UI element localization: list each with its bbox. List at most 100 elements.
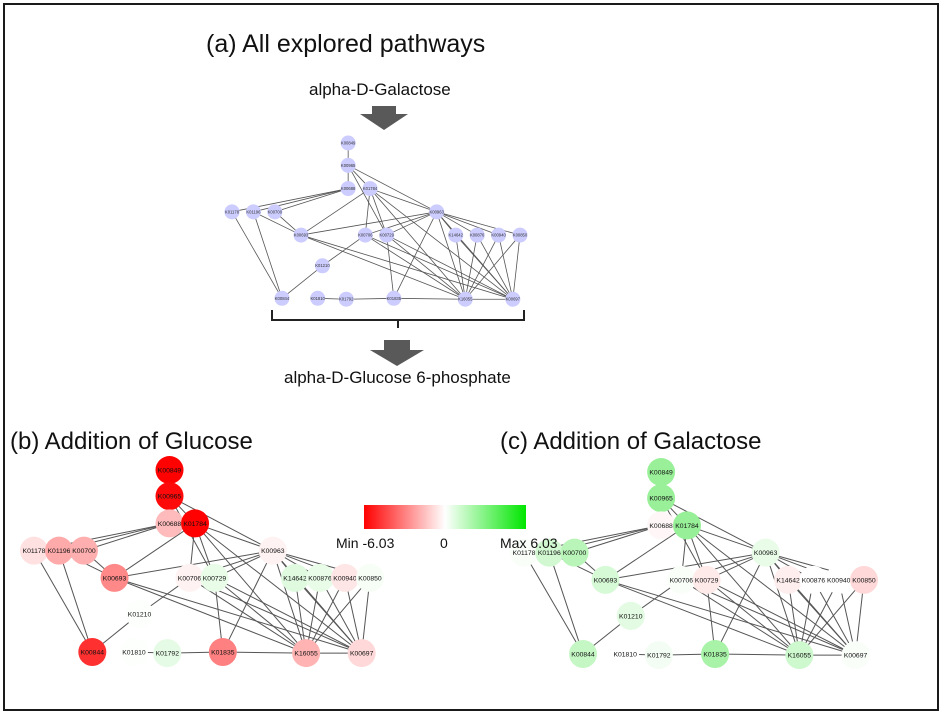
edge-K01835-K16055 xyxy=(715,653,800,656)
node-label: K00844 xyxy=(275,296,290,301)
edge-K00876-K00697 xyxy=(476,234,514,300)
node-K14642[interactable]: K14642 xyxy=(774,565,803,594)
node-K00693[interactable]: K00693 xyxy=(100,563,129,592)
node-label: K00876 xyxy=(470,233,485,238)
node-K01784[interactable]: K01784 xyxy=(362,181,378,197)
node-K14642[interactable]: K14642 xyxy=(281,563,310,592)
edge-K01196-K00693 xyxy=(253,211,302,236)
node-K01810[interactable]: K01810 xyxy=(611,640,640,669)
node-K00844[interactable]: K00844 xyxy=(274,290,290,306)
edge-K00963-K16055 xyxy=(765,552,800,656)
node-K00965[interactable]: K00965 xyxy=(340,157,356,173)
node-K00729[interactable]: K00729 xyxy=(692,565,721,594)
node-label: K01178 xyxy=(23,548,46,555)
edge-K00963-K00940 xyxy=(436,211,499,236)
node-label: K14642 xyxy=(449,233,464,238)
node-K00697[interactable]: K00697 xyxy=(347,639,376,668)
node-K00700[interactable]: K00700 xyxy=(267,204,283,220)
node-K01178[interactable]: K01178 xyxy=(224,204,240,220)
node-K01835[interactable]: K01835 xyxy=(208,638,237,667)
node-K00963[interactable]: K00963 xyxy=(429,204,445,220)
node-K00700[interactable]: K00700 xyxy=(69,536,98,565)
node-label: K00706 xyxy=(178,575,202,582)
edge-K01784-K00693 xyxy=(605,524,688,581)
node-K00940[interactable]: K00940 xyxy=(331,563,360,592)
node-K00693[interactable]: K00693 xyxy=(293,227,309,243)
node-K00876[interactable]: K00876 xyxy=(306,563,335,592)
node-circle xyxy=(100,563,129,592)
edge-K00963-K00876 xyxy=(436,211,478,236)
node-K00850[interactable]: K00850 xyxy=(850,565,878,594)
node-K00876[interactable]: K00876 xyxy=(469,227,485,243)
node-K01784[interactable]: K01784 xyxy=(672,511,701,540)
node-K01810[interactable]: K01810 xyxy=(310,290,326,306)
node-K01210[interactable]: K01210 xyxy=(125,599,154,628)
node-K00849[interactable]: K00849 xyxy=(647,458,676,486)
node-circle xyxy=(357,227,373,243)
node-K00849[interactable]: K00849 xyxy=(340,135,356,151)
edge-K00729-K16055 xyxy=(386,234,466,300)
node-K00688[interactable]: K00688 xyxy=(340,181,356,197)
node-K01196[interactable]: K01196 xyxy=(535,538,564,567)
node-K00697[interactable]: K00697 xyxy=(841,641,870,670)
node-K01810[interactable]: K01810 xyxy=(119,638,148,667)
edge-K01178-K00844 xyxy=(33,550,93,653)
node-K00688[interactable]: K00688 xyxy=(647,511,676,540)
node-K00700[interactable]: K00700 xyxy=(560,538,589,567)
node-K00729[interactable]: K00729 xyxy=(200,563,229,592)
node-label: K01210 xyxy=(315,263,330,268)
node-K01178[interactable]: K01178 xyxy=(510,538,538,567)
node-K01196[interactable]: K01196 xyxy=(245,204,261,220)
edge-K00693-K16055 xyxy=(300,234,466,300)
node-K00940[interactable]: K00940 xyxy=(491,227,506,243)
node-label: K00876 xyxy=(308,575,332,582)
node-circle xyxy=(751,538,780,567)
node-circle xyxy=(647,458,676,486)
node-K16055[interactable]: K16055 xyxy=(457,291,473,307)
edge-K00940-K16055 xyxy=(305,577,346,654)
node-K14642[interactable]: K14642 xyxy=(448,227,464,243)
edge-K14642-K16055 xyxy=(455,235,466,300)
node-circle xyxy=(44,536,73,565)
node-K00729[interactable]: K00729 xyxy=(379,227,395,243)
node-K00706[interactable]: K00706 xyxy=(667,565,696,594)
node-K00963[interactable]: K00963 xyxy=(258,536,287,565)
node-K01178[interactable]: K01178 xyxy=(20,536,48,565)
edge-K01196-K00844 xyxy=(58,550,93,653)
node-K00706[interactable]: K00706 xyxy=(357,227,373,243)
node-K01792[interactable]: K01792 xyxy=(153,639,182,668)
node-K01835[interactable]: K01835 xyxy=(701,640,730,669)
node-K00706[interactable]: K00706 xyxy=(175,563,204,592)
node-label: K00697 xyxy=(506,297,521,302)
node-K01196[interactable]: K01196 xyxy=(44,536,73,565)
node-K01792[interactable]: K01792 xyxy=(338,291,354,307)
node-label: K01196 xyxy=(538,550,561,557)
node-K00697[interactable]: K00697 xyxy=(505,291,521,307)
node-label: K01178 xyxy=(225,209,240,214)
node-K16055[interactable]: K16055 xyxy=(785,641,814,670)
edge-K00693-K00963 xyxy=(300,211,437,236)
node-K00965[interactable]: K00965 xyxy=(647,484,676,513)
node-label: K00940 xyxy=(827,577,851,584)
node-K00963[interactable]: K00963 xyxy=(751,538,780,567)
edge-K00688-K00700 xyxy=(83,522,170,552)
node-K01210[interactable]: K01210 xyxy=(314,258,330,274)
node-K00849[interactable]: K00849 xyxy=(155,456,184,484)
node-K01835[interactable]: K01835 xyxy=(386,290,402,306)
node-K00965[interactable]: K00965 xyxy=(155,482,184,511)
node-K00940[interactable]: K00940 xyxy=(824,565,853,594)
node-K01784[interactable]: K01784 xyxy=(181,509,210,538)
node-K00844[interactable]: K00844 xyxy=(569,640,598,669)
node-K00850[interactable]: K00850 xyxy=(512,227,528,243)
node-K16055[interactable]: K16055 xyxy=(292,639,321,668)
node-K00688[interactable]: K00688 xyxy=(155,509,184,538)
node-K00844[interactable]: K00844 xyxy=(78,638,107,667)
node-K00693[interactable]: K00693 xyxy=(591,565,620,594)
edge-K01196-K00844 xyxy=(548,552,584,655)
node-circle xyxy=(644,641,673,670)
node-K01210[interactable]: K01210 xyxy=(616,601,645,630)
node-K00876[interactable]: K00876 xyxy=(799,565,828,594)
node-label: K00849 xyxy=(649,469,673,476)
node-K00850[interactable]: K00850 xyxy=(356,563,384,592)
node-K01792[interactable]: K01792 xyxy=(644,641,673,670)
